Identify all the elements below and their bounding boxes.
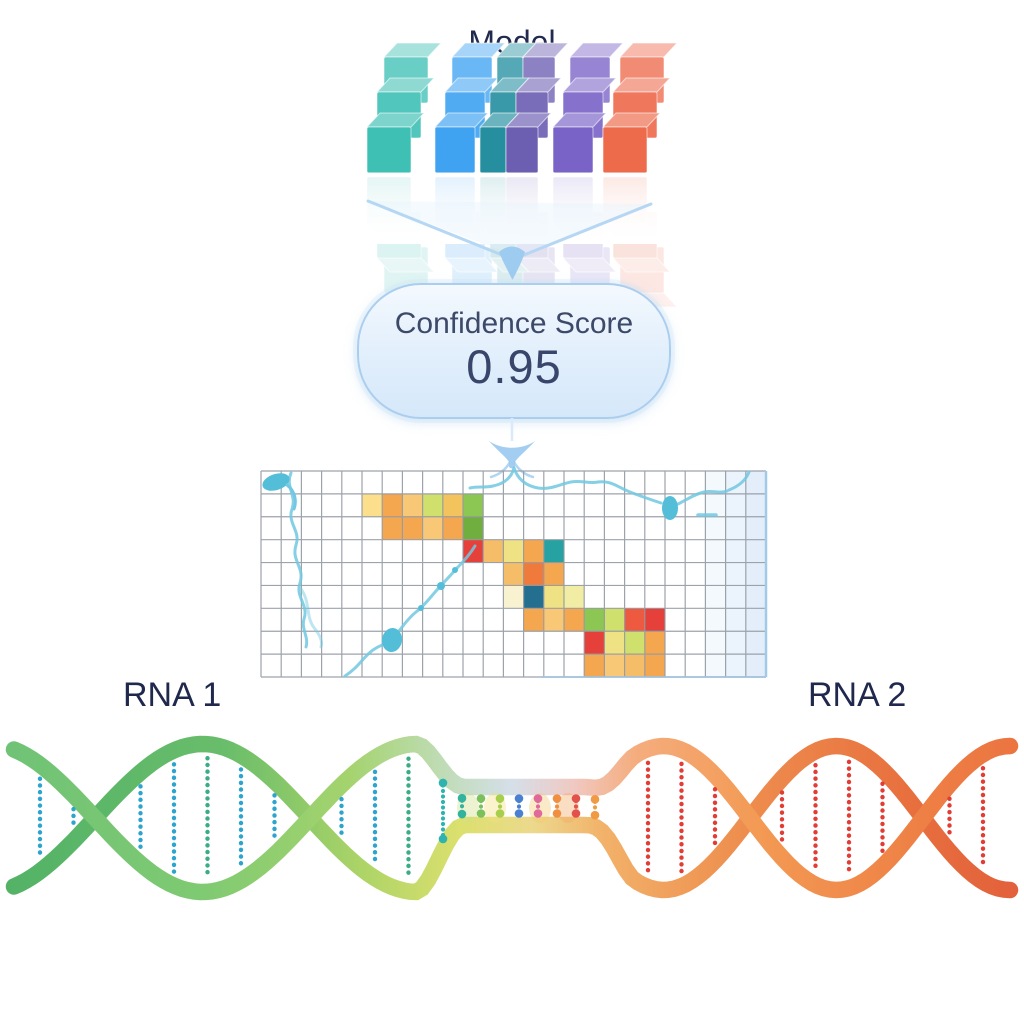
rna-helix-illustration (5, 735, 1019, 901)
heatmap-cell (402, 493, 423, 517)
heatmap-cell (543, 539, 564, 563)
confidence-score-value: 0.95 (466, 340, 562, 394)
heatmap-cell (543, 608, 564, 632)
grid-blobs (262, 473, 678, 652)
heatmap-cell (382, 516, 403, 540)
funnel-line-left (366, 199, 509, 259)
heatmap-cell (564, 608, 585, 632)
heatmap-cell (463, 516, 484, 540)
heatmap-cell (604, 608, 625, 632)
heatmap-cell (422, 493, 443, 517)
heatmap-cell (362, 493, 383, 517)
heatmap-cell (523, 608, 544, 632)
heatmap-cell (523, 585, 544, 609)
heatmap-cell (624, 631, 645, 655)
heatmap-cell (624, 608, 645, 632)
helix-strand-bottom (5, 735, 1019, 901)
heatmap-cell (483, 539, 504, 563)
heatmap-cell (543, 562, 564, 586)
heatmap-cell (503, 539, 524, 563)
heatmap-cell (644, 608, 665, 632)
funnel-arrowhead-icon (499, 246, 525, 280)
rna2-label: RNA 2 (808, 676, 907, 714)
heatmap-cell (564, 585, 585, 609)
confidence-score-card: Confidence Score 0.95 (357, 283, 671, 419)
heatmap-cell (624, 654, 645, 677)
heatmap-cell (584, 608, 605, 632)
grid-squiggles (287, 466, 751, 678)
heatmap-cell (422, 516, 443, 540)
helix-strand-top (5, 735, 1019, 901)
heatmap-cell (543, 585, 564, 609)
heatmap-cell (382, 493, 403, 517)
heatmap-cell (503, 562, 524, 586)
heatmap-cell (442, 493, 463, 517)
confidence-score-label: Confidence Score (394, 307, 634, 341)
heatmap-cell (402, 516, 423, 540)
funnel-line-right (517, 202, 653, 259)
model-blocks-illustration (346, 42, 679, 308)
heatmap-cell (463, 493, 484, 517)
heatmap-cell (644, 631, 665, 655)
heatmap-cell (584, 631, 605, 655)
heatmap-cell (604, 631, 625, 655)
contact-map-heatmap (260, 466, 768, 678)
heatmap-cell (604, 654, 625, 677)
heatmap-cell (523, 562, 544, 586)
heatmap-cell (523, 539, 544, 563)
model-blocks (365, 42, 679, 174)
rna1-label: RNA 1 (123, 676, 222, 714)
arrow-down-icon (489, 418, 535, 479)
heatmap-cell (442, 516, 463, 540)
funnel-arrow (366, 199, 653, 280)
heatmap-cell (503, 585, 524, 609)
heatmap-cell (584, 654, 605, 677)
heatmap-cell (644, 654, 665, 677)
